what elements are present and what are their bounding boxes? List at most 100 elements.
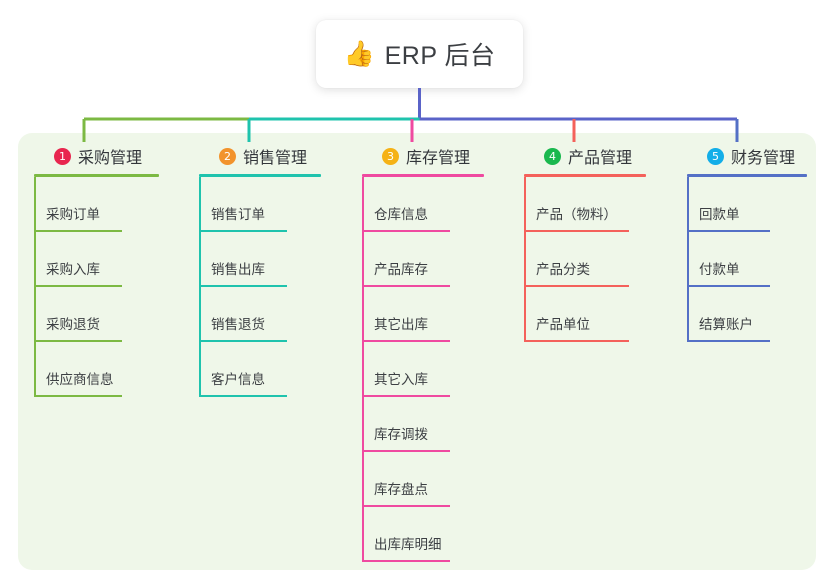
- branch-item[interactable]: 其它入库: [362, 342, 484, 397]
- branch-item-list: 回款单付款单结算账户: [687, 177, 807, 342]
- branch-item[interactable]: 销售退货: [199, 287, 321, 342]
- branch-item[interactable]: 出库库明细: [362, 507, 484, 562]
- branch-spine: [687, 177, 689, 342]
- branch-item-label: 产品（物料）: [536, 207, 617, 222]
- branch-item[interactable]: 供应商信息: [34, 342, 159, 397]
- branch-item-list: 采购订单采购入库采购退货供应商信息: [34, 177, 159, 397]
- branch-column-1: 1 采购管理采购订单采购入库采购退货供应商信息: [34, 144, 159, 397]
- branch-item-rule: [34, 285, 122, 287]
- branch-item[interactable]: 产品分类: [524, 232, 646, 287]
- branch-item[interactable]: 采购退货: [34, 287, 159, 342]
- branch-item-label: 库存盘点: [374, 482, 428, 497]
- diagram-panel: [18, 133, 816, 570]
- branch-item-list: 产品（物料） 产品分类产品单位: [524, 177, 646, 342]
- branch-number-badge: 1: [54, 147, 71, 165]
- branch-item[interactable]: 客户信息: [199, 342, 321, 397]
- branch-item[interactable]: 仓库信息: [362, 177, 484, 232]
- branch-item-rule: [34, 395, 122, 397]
- branch-title: 财务管理: [731, 150, 796, 167]
- branch-item[interactable]: 产品单位: [524, 287, 646, 342]
- branch-item-label: 供应商信息: [46, 372, 114, 387]
- branch-header-rule: [524, 174, 646, 177]
- branch-item[interactable]: 回款单: [687, 177, 807, 232]
- branch-item-label: 出库库明细: [374, 537, 442, 552]
- root-title: ERP 后台: [384, 42, 496, 70]
- branch-spine: [362, 177, 364, 562]
- branch-header-rule: [34, 174, 159, 177]
- branch-item-rule: [362, 230, 450, 232]
- branch-item-rule: [362, 395, 450, 397]
- branch-header-rule: [687, 174, 807, 177]
- branch-item-label: 客户信息: [211, 372, 265, 387]
- branch-item-rule: [687, 340, 770, 342]
- branch-item-label: 销售订单: [211, 207, 265, 222]
- branch-item[interactable]: 采购入库: [34, 232, 159, 287]
- branch-item[interactable]: 库存盘点: [362, 452, 484, 507]
- branch-number-badge: 5: [707, 147, 724, 165]
- branch-item[interactable]: 其它出库: [362, 287, 484, 342]
- branch-item[interactable]: 销售出库: [199, 232, 321, 287]
- branch-header-3[interactable]: 3 库存管理: [362, 144, 484, 168]
- branch-item-label: 其它入库: [374, 372, 428, 387]
- branch-item-label: 付款单: [699, 262, 740, 277]
- branch-item-rule: [362, 505, 450, 507]
- branch-item-rule: [362, 450, 450, 452]
- branch-number-badge: 3: [382, 147, 399, 165]
- branch-item-rule: [34, 340, 122, 342]
- branch-item-rule: [199, 395, 287, 397]
- branch-item-rule: [34, 230, 122, 232]
- branch-number-badge: 2: [219, 147, 236, 165]
- branch-item-label: 产品分类: [536, 262, 590, 277]
- branch-header-rule: [362, 174, 484, 177]
- branch-item-rule: [362, 340, 450, 342]
- branch-title: 采购管理: [78, 150, 143, 167]
- branch-item-label: 采购退货: [46, 317, 100, 332]
- root-node[interactable]: 👍 ERP 后台: [316, 20, 523, 88]
- branch-item-label: 销售退货: [211, 317, 265, 332]
- branch-column-2: 2 销售管理销售订单销售出库销售退货客户信息: [199, 144, 321, 397]
- branch-item[interactable]: 库存调拨: [362, 397, 484, 452]
- branch-item-rule: [524, 230, 629, 232]
- branch-item-label: 结算账户: [699, 317, 753, 332]
- branch-header-1[interactable]: 1 采购管理: [34, 144, 159, 168]
- branch-item[interactable]: 销售订单: [199, 177, 321, 232]
- branch-column-5: 5 财务管理回款单付款单结算账户: [687, 144, 807, 342]
- branch-item[interactable]: 付款单: [687, 232, 807, 287]
- branch-header-2[interactable]: 2 销售管理: [199, 144, 321, 168]
- branch-item-label: 采购入库: [46, 262, 100, 277]
- branch-item-label: 产品单位: [536, 317, 590, 332]
- branch-item-label: 其它出库: [374, 317, 428, 332]
- branch-spine: [199, 177, 201, 397]
- branch-item-rule: [362, 285, 450, 287]
- branch-spine: [524, 177, 526, 342]
- branch-item-label: 回款单: [699, 207, 740, 222]
- branch-item-rule: [687, 230, 770, 232]
- branch-item[interactable]: 结算账户: [687, 287, 807, 342]
- branch-item-list: 仓库信息产品库存其它出库其它入库库存调拨库存盘点出库库明细: [362, 177, 484, 562]
- branch-item[interactable]: 采购订单: [34, 177, 159, 232]
- branch-item[interactable]: 产品库存: [362, 232, 484, 287]
- branch-item-rule: [524, 285, 629, 287]
- thumbs-up-icon: 👍: [343, 39, 375, 68]
- branch-item[interactable]: 产品（物料）: [524, 177, 646, 232]
- branch-item-rule: [687, 285, 770, 287]
- branch-item-rule: [199, 230, 287, 232]
- branch-item-list: 销售订单销售出库销售退货客户信息: [199, 177, 321, 397]
- branch-number-badge: 4: [544, 147, 561, 165]
- branch-item-rule: [362, 560, 450, 562]
- branch-item-rule: [199, 285, 287, 287]
- branch-item-rule: [199, 340, 287, 342]
- branch-spine: [34, 177, 36, 397]
- branch-title: 库存管理: [406, 150, 471, 167]
- branch-header-rule: [199, 174, 321, 177]
- branch-column-3: 3 库存管理仓库信息产品库存其它出库其它入库库存调拨库存盘点出库库明细: [362, 144, 484, 562]
- branch-item-label: 仓库信息: [374, 207, 428, 222]
- branch-header-5[interactable]: 5 财务管理: [687, 144, 807, 168]
- branch-item-rule: [524, 340, 629, 342]
- branch-item-label: 产品库存: [374, 262, 428, 277]
- branch-title: 销售管理: [243, 150, 308, 167]
- branch-item-label: 销售出库: [211, 262, 265, 277]
- branch-item-label: 采购订单: [46, 207, 100, 222]
